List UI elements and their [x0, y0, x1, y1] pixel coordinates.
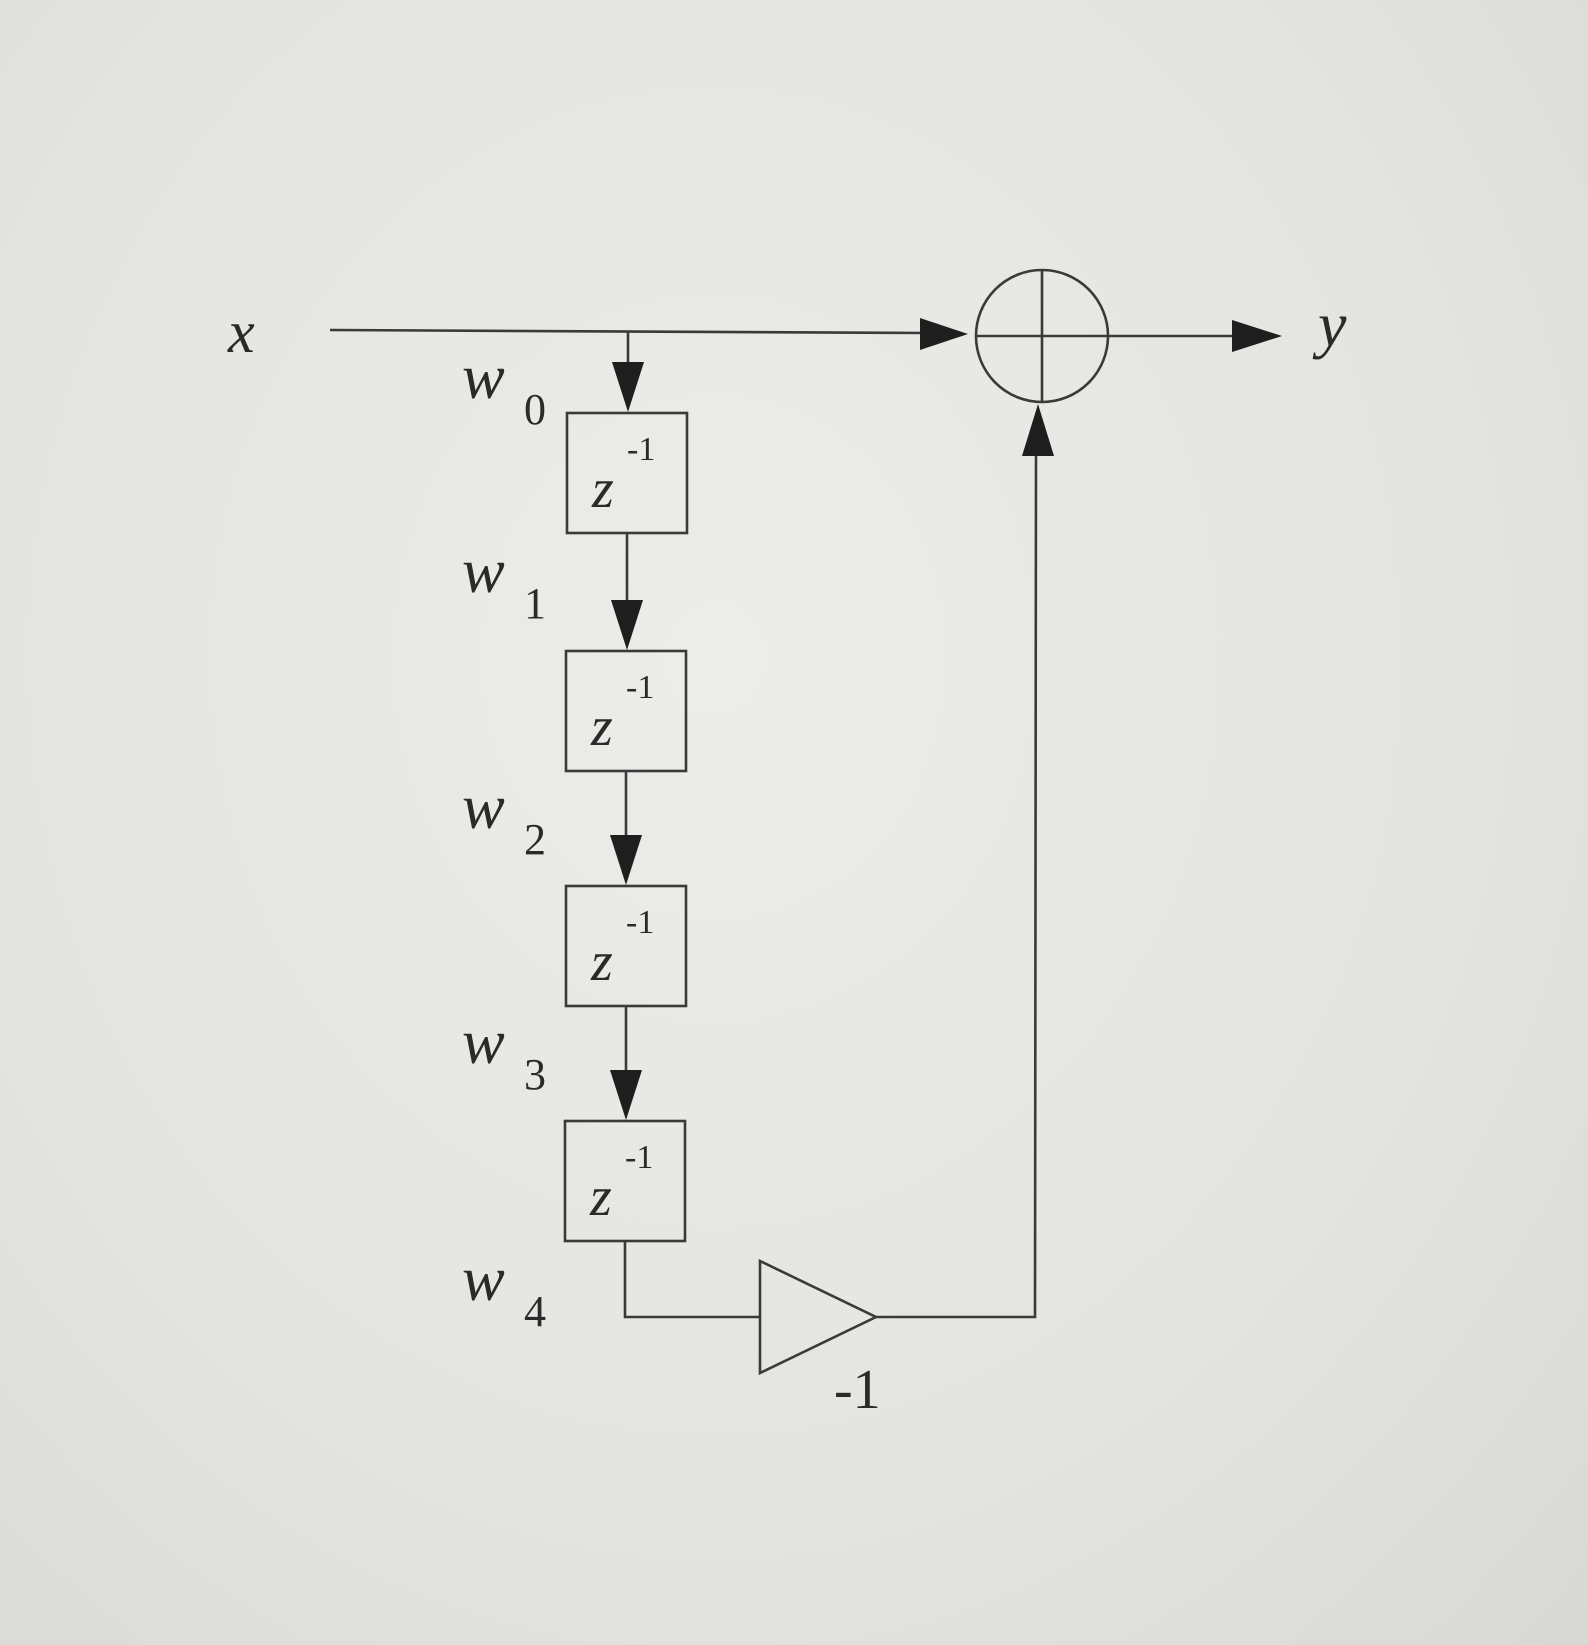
feedback-line — [876, 449, 1038, 1319]
input-arrow-head — [920, 318, 968, 350]
state-symbol-w1: w — [462, 535, 505, 606]
gain-label: -1 — [834, 1359, 881, 1421]
line-w4-to-gain — [623, 1241, 760, 1319]
gain-triangle — [758, 1258, 879, 1376]
delay-block-4: z -1 — [563, 1119, 687, 1243]
delay-base-2: z — [590, 696, 613, 758]
state-index-w1: 1 — [524, 579, 546, 628]
delay-exponent-4: -1 — [625, 1139, 653, 1176]
state-symbol-w0: w — [462, 341, 505, 412]
state-symbol-w2: w — [462, 771, 505, 842]
state-label-w1: w 1 — [462, 535, 546, 628]
delay-exponent-2: -1 — [626, 669, 654, 706]
output-arrow-head — [1232, 320, 1282, 352]
tap-arrow-head-w0 — [612, 362, 644, 412]
state-symbol-w3: w — [462, 1006, 505, 1077]
delay-block-2: z -1 — [564, 649, 688, 773]
delay-exponent-1: -1 — [627, 431, 655, 468]
delay-block-1: z -1 — [565, 411, 689, 535]
link-arrow-head-w3 — [610, 1070, 642, 1120]
state-label-w4: w 4 — [462, 1243, 546, 1336]
state-label-w3: w 3 — [462, 1006, 546, 1099]
state-index-w3: 3 — [524, 1050, 546, 1099]
state-label-w2: w 2 — [462, 771, 546, 864]
state-index-w2: 2 — [524, 815, 546, 864]
state-symbol-w4: w — [462, 1243, 505, 1314]
adder — [974, 268, 1110, 404]
delay-base-1: z — [591, 458, 614, 520]
delay-block-3: z -1 — [564, 884, 688, 1008]
input-line — [329, 328, 931, 335]
link-arrow-head-w2 — [610, 835, 642, 885]
input-label-x: x — [227, 299, 255, 365]
link-arrow-head-w1 — [611, 600, 643, 650]
state-index-w4: 4 — [524, 1287, 546, 1336]
feedback-arrow-head — [1022, 404, 1054, 456]
delay-base-4: z — [589, 1166, 612, 1228]
output-label-y: y — [1312, 289, 1347, 360]
state-label-w0: w 0 — [462, 341, 546, 434]
state-index-w0: 0 — [524, 385, 546, 434]
delay-exponent-3: -1 — [626, 904, 654, 941]
delay-base-3: z — [590, 931, 613, 993]
